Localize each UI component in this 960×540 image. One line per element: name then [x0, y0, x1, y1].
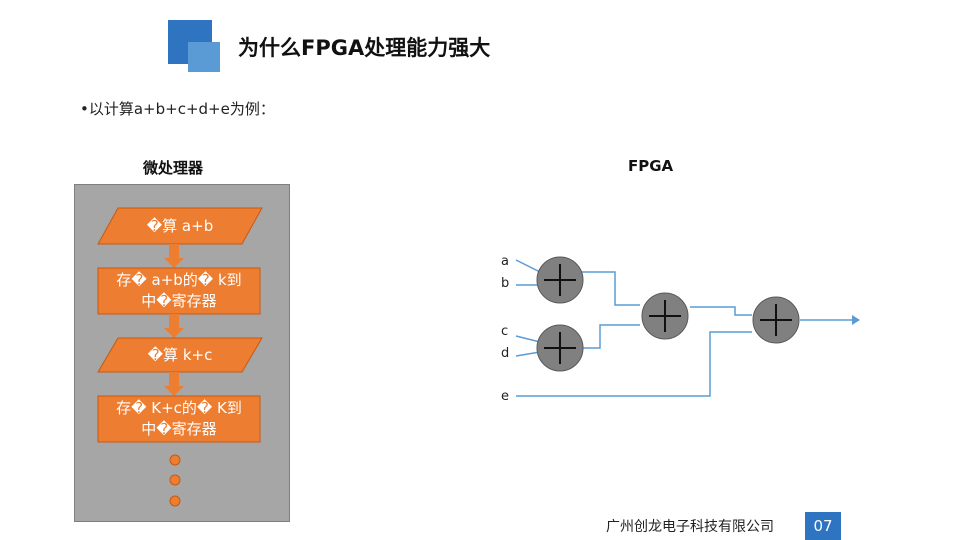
- step-store-ab-line2: 中�寄存器: [141, 292, 217, 310]
- step-compute-ab-shape: [97, 207, 263, 245]
- step-store-ab-shape: [97, 267, 261, 315]
- step-compute-ab-label: �算 a+b: [146, 216, 214, 235]
- page-number: 07: [805, 512, 841, 540]
- page-title: 为什么FPGA处理能力强大: [238, 36, 491, 60]
- step-store-kc-label: 存� K+c的� K到 中�寄存器: [98, 396, 260, 442]
- step-store-ab-label: 存� a+b的� k到 中�寄存器: [98, 268, 260, 314]
- input-label-d: d: [501, 346, 510, 361]
- input-label-c: c: [501, 324, 509, 339]
- step-store-kc-line2: 中�寄存器: [141, 420, 217, 438]
- flow-arrow-3: [164, 372, 184, 396]
- step-store-ab-line1: 存� a+b的� k到: [116, 271, 242, 289]
- step-compute-kc-label: �算 k+c: [147, 345, 213, 364]
- adder-4: [752, 296, 800, 344]
- adder-3: [641, 292, 689, 340]
- step-store-kc-shape: [97, 395, 261, 443]
- continuation-dot: [169, 454, 181, 466]
- output-arrowhead: [852, 315, 860, 325]
- microprocessor-title: 微处理器: [143, 159, 204, 177]
- input-label-b: b: [501, 276, 510, 291]
- intro-bullet: •以计算a+b+c+d+e为例：: [80, 100, 275, 118]
- continuation-dot: [169, 474, 181, 486]
- company-name: 广州创龙电子科技有限公司: [606, 519, 774, 535]
- input-label-a: a: [501, 254, 509, 269]
- input-label-e: e: [501, 389, 509, 404]
- adder-1: [536, 256, 584, 304]
- step-store-kc-line1: 存� K+c的� K到: [116, 399, 242, 417]
- adder-2: [536, 324, 584, 372]
- logo-square-light: [188, 42, 220, 72]
- step-compute-kc-shape: [97, 337, 263, 373]
- fpga-wires: [515, 259, 852, 397]
- fpga-title: FPGA: [628, 157, 674, 175]
- flow-arrow-1: [164, 244, 184, 268]
- continuation-dot: [169, 495, 181, 507]
- flow-arrow-2: [164, 314, 184, 338]
